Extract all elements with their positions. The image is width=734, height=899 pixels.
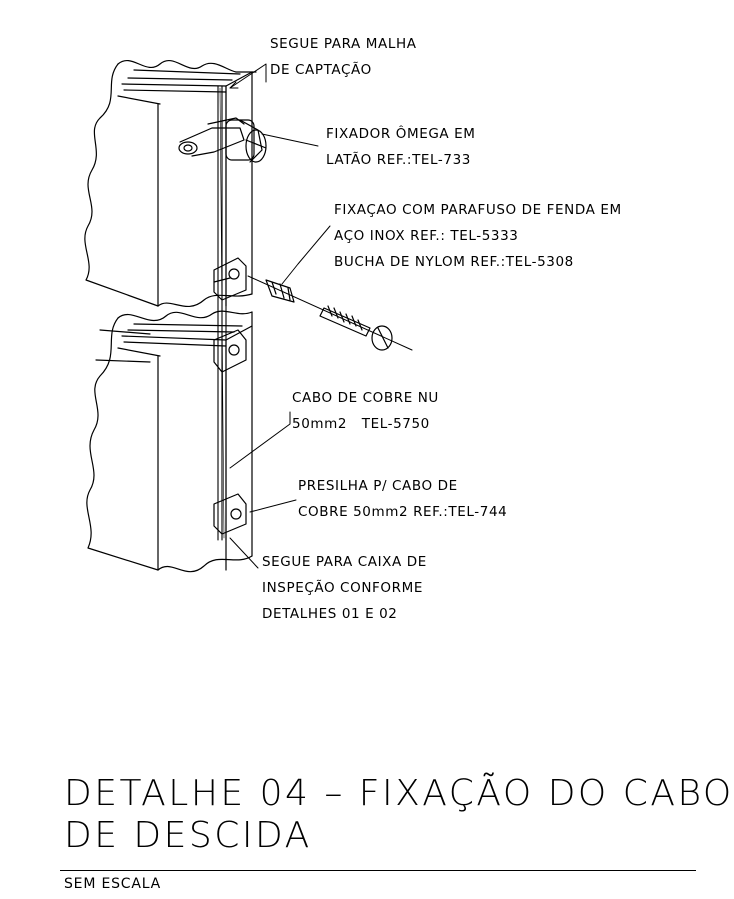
screw-and-plug	[247, 275, 413, 351]
label-fixacao-1: FIXAÇAO COM PARAFUSO DE FENDA EM	[334, 202, 622, 218]
label-fixacao-3: BUCHA DE NYLOM REF.:TEL-5308	[334, 254, 574, 270]
detail-title-line2: DE DESCIDA	[64, 815, 312, 856]
scale-note: SEM ESCALA	[64, 876, 162, 892]
label-cabo-1: CABO DE COBRE NU	[292, 390, 439, 406]
label-fixacao-2: AÇO INOX REF.: TEL-5333	[334, 228, 519, 244]
leader-lines	[229, 63, 331, 569]
label-presilha-2: COBRE 50mm2 REF.:TEL-744	[298, 504, 508, 520]
label-segue-malha-2: DE CAPTAÇÃO	[270, 62, 372, 78]
label-caixa-2: INSPEÇÃO CONFORME	[262, 580, 423, 596]
cable-clip-upper	[213, 257, 247, 301]
upper-wall-block	[84, 59, 257, 308]
label-caixa-1: SEGUE PARA CAIXA DE	[262, 554, 427, 570]
label-fixador-2: LATÃO REF.:TEL-733	[326, 152, 471, 168]
label-presilha-1: PRESILHA P/ CABO DE	[298, 478, 458, 494]
label-cabo-2: 50mm2 TEL-5750	[292, 416, 430, 432]
label-fixador-1: FIXADOR ÔMEGA EM	[326, 126, 476, 142]
omega-fixture	[178, 117, 267, 163]
label-segue-malha-1: SEGUE PARA MALHA	[270, 36, 417, 52]
title-underline	[60, 870, 696, 871]
detail-drawing	[84, 59, 413, 573]
lower-wall-block	[86, 310, 253, 573]
detail-title-line1: DETALHE 04 – FIXAÇÃO DO CABO	[64, 773, 734, 814]
label-caixa-3: DETALHES 01 E 02	[262, 606, 398, 622]
cable-clip-lower	[213, 329, 247, 535]
copper-cable	[217, 85, 227, 541]
